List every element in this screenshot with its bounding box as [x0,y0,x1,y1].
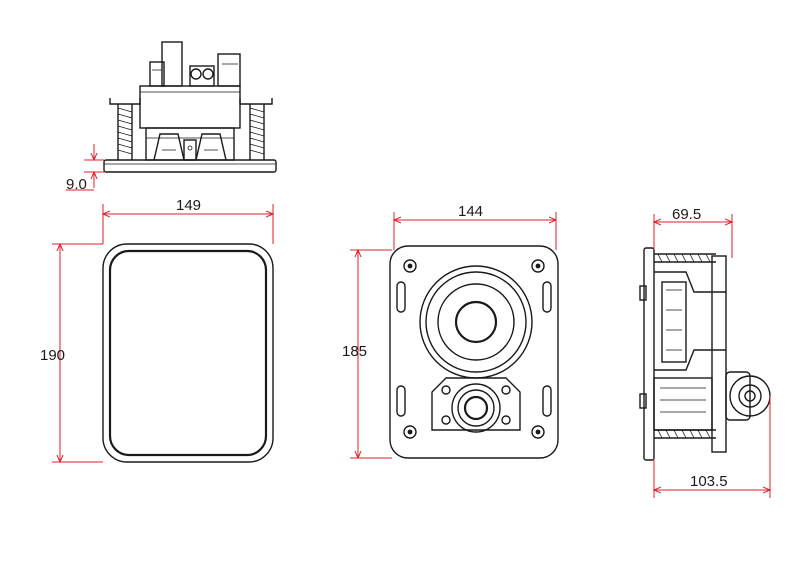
top-view [103,41,277,173]
side-view [639,247,771,461]
dim-grille-width [103,204,273,244]
left-clamp [109,98,141,160]
dim-mount-depth [654,214,732,258]
right-clamp [239,98,273,160]
screw-bottom-left [403,425,417,439]
dim-label-flange-depth: 9.0 [66,176,87,193]
dim-baffle-width [394,212,556,250]
dim-label-mount-depth: 69.5 [672,206,701,223]
dim-grille-height [52,244,103,462]
dim-total-depth [654,396,770,498]
dim-label-baffle-width: 144 [458,203,483,220]
dim-baffle-height [350,250,392,458]
screw-top-left [403,259,417,273]
woofer [419,265,533,379]
dim-label-baffle-height: 185 [342,343,367,360]
dim-label-grille-width: 149 [176,197,201,214]
screw-top-right [531,259,545,273]
dim-label-total-depth: 103.5 [690,473,728,490]
tweeter [431,377,521,433]
baffle-view [389,245,559,459]
screw-bottom-right [531,425,545,439]
grille-view [102,243,274,463]
dim-flange-depth [66,144,104,191]
dim-label-grille-height: 190 [40,347,65,364]
